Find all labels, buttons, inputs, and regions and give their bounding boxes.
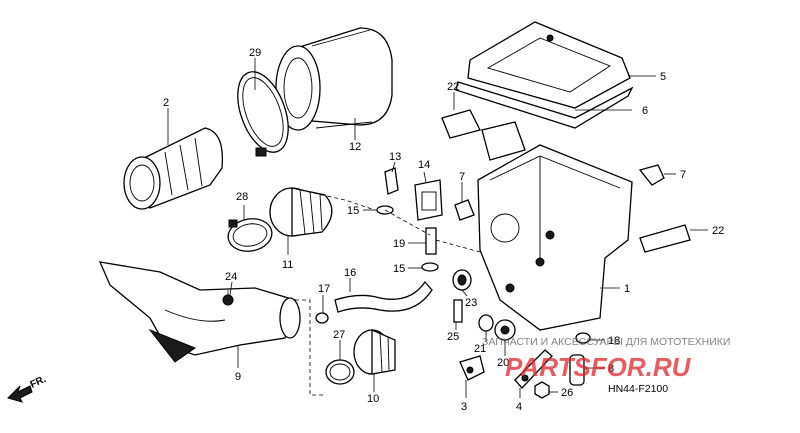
label-13: 13 xyxy=(389,151,401,163)
stay-3 xyxy=(459,355,485,381)
band-27 xyxy=(325,359,355,385)
clip-left xyxy=(454,199,475,221)
watermark-logo: PARTSFOR.RU xyxy=(505,352,692,382)
label-24: 24 xyxy=(225,271,237,283)
diagram-code: HN44-F2100 xyxy=(608,383,668,395)
part-number-labels: 2 29 12 5 6 22 7 22 1 28 11 13 14 7 15 1… xyxy=(163,47,724,413)
drain-plug-13 xyxy=(384,167,399,195)
label-10: 10 xyxy=(367,393,379,405)
bolt-25 xyxy=(453,299,463,323)
clip-15-lower xyxy=(421,262,439,272)
reference-lines xyxy=(295,189,481,396)
label-19: 19 xyxy=(393,238,405,250)
joint-19 xyxy=(425,227,437,255)
front-direction-label: FR. xyxy=(29,374,48,391)
intake-duct xyxy=(98,261,301,363)
label-17: 17 xyxy=(318,283,330,295)
leader-lines xyxy=(167,58,708,398)
label-18: 18 xyxy=(608,335,620,347)
front-arrow-icon xyxy=(7,385,33,403)
clip-18 xyxy=(575,332,591,344)
label-15-upper: 15 xyxy=(347,205,359,217)
label-1: 1 xyxy=(624,283,630,295)
label-6: 6 xyxy=(642,105,648,117)
label-4: 4 xyxy=(516,401,522,413)
label-2: 2 xyxy=(163,97,169,109)
sponge-14 xyxy=(414,179,443,221)
label-16: 16 xyxy=(344,267,356,279)
label-26: 26 xyxy=(561,387,573,399)
tube-10 xyxy=(353,329,396,375)
label-22-upper: 22 xyxy=(447,81,459,93)
nut-26 xyxy=(534,381,550,399)
label-28: 28 xyxy=(236,191,248,203)
label-8: 8 xyxy=(608,363,614,375)
label-29: 29 xyxy=(249,47,261,59)
label-21: 21 xyxy=(474,343,486,355)
band-clamp xyxy=(237,71,289,157)
label-7-right: 7 xyxy=(680,169,686,181)
air-cleaner-case xyxy=(477,121,633,331)
clip-17 xyxy=(315,312,329,324)
filter-cage xyxy=(123,127,224,210)
label-7-left: 7 xyxy=(459,171,465,183)
label-25: 25 xyxy=(447,331,459,343)
pad-right xyxy=(639,224,691,253)
label-11: 11 xyxy=(282,259,293,271)
front-direction-indicator: FR. xyxy=(7,374,48,403)
air-filter-element xyxy=(275,27,393,131)
watermark: ЗАПЧАСТИ И АКСЕССУАРЫ ДЛЯ МОТОТЕХНИКИ PA… xyxy=(482,336,730,382)
label-3: 3 xyxy=(461,401,467,413)
label-9: 9 xyxy=(235,371,241,383)
label-27: 27 xyxy=(333,329,345,341)
watermark-text: ЗАПЧАСТИ И АКСЕССУАРЫ ДЛЯ МОТОТЕХНИКИ xyxy=(482,336,730,348)
collar-21 xyxy=(478,314,494,332)
bolt-24 xyxy=(222,290,234,306)
label-5: 5 xyxy=(660,71,666,83)
label-12: 12 xyxy=(349,141,361,153)
drain-tube xyxy=(334,280,433,313)
air-cleaner-cover xyxy=(455,21,634,129)
label-22-right: 22 xyxy=(712,225,724,237)
grommet-23 xyxy=(452,269,472,291)
pad-upper xyxy=(441,109,481,139)
stay-4 xyxy=(514,349,553,389)
label-23: 23 xyxy=(465,297,477,309)
label-14: 14 xyxy=(418,159,430,171)
label-15-lower: 15 xyxy=(393,263,405,275)
connecting-tube xyxy=(269,187,333,237)
label-20: 20 xyxy=(497,357,509,369)
clip-right xyxy=(638,164,665,186)
plug-8 xyxy=(569,354,585,386)
band-28 xyxy=(227,218,273,252)
